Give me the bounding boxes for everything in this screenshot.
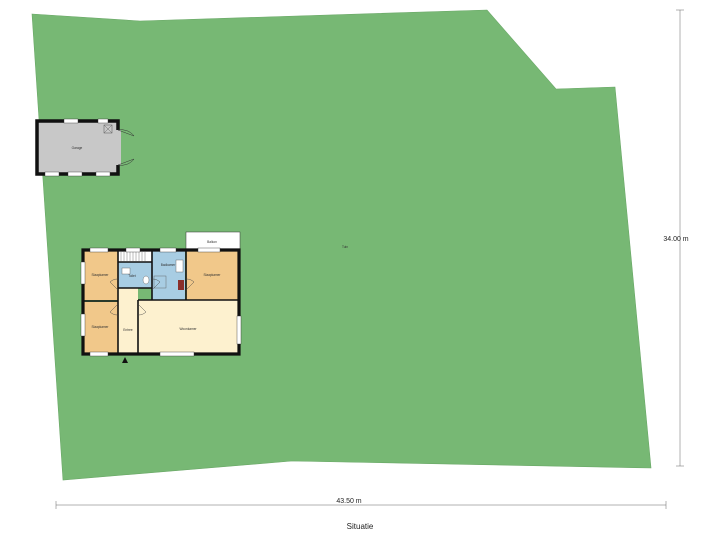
garage-label: Garage: [72, 146, 83, 150]
height-dimension-label: 34.00 m: [663, 236, 688, 243]
height-dimension: [676, 9, 684, 467]
bedroom-bottom-left-label: Slaapkamer: [91, 325, 109, 329]
garage-cabinet-cross: [103, 124, 113, 134]
garage-window-top: [63, 118, 79, 124]
living-room-label: Woonkamer: [179, 327, 197, 331]
room-bedroom-bottom-left: [83, 302, 118, 354]
garden-area: [31, 9, 652, 481]
garage-door-gap: [115, 130, 121, 165]
bedroom-right-label: Slaapkamer: [203, 273, 221, 277]
plan-caption: Situatie: [346, 522, 374, 531]
entrance-arrow-icon: [122, 357, 128, 363]
hallway-label: Entree: [123, 328, 133, 332]
garage-window-bottom-right: [95, 171, 111, 177]
interior-walls: [83, 250, 239, 354]
garage-window-bottom-mid: [67, 171, 83, 177]
room-bedroom-top-left: [83, 250, 118, 300]
garage: Garage: [35, 118, 135, 177]
bathroom-unit: [178, 280, 184, 290]
garden-label: Tuin: [342, 245, 348, 249]
garage-floor: [37, 121, 118, 174]
bedroom-top-left-label: Slaapkamer: [91, 273, 109, 277]
room-bedroom-right: [186, 250, 239, 300]
house: Balkon: [80, 231, 242, 363]
windows: [80, 247, 242, 357]
width-dimension: [55, 501, 667, 509]
bathroom-label: Badkamer: [161, 263, 176, 267]
garage-window-bottom-left: [44, 171, 60, 177]
bathroom-shower: [153, 275, 167, 289]
toilet-sink: [121, 267, 131, 275]
room-living: [138, 300, 239, 354]
bathroom-sink: [175, 259, 184, 273]
garage-window-top-right: [97, 118, 109, 124]
room-hallway: [118, 288, 138, 354]
stairs: [120, 252, 146, 261]
garage-door-swing: [117, 129, 135, 166]
balcony-label: Balkon: [207, 240, 217, 244]
room-bathroom: [152, 250, 185, 300]
garage-cabinet: [103, 124, 113, 134]
door-swings: [109, 278, 195, 316]
width-dimension-label: 43.50 m: [336, 498, 361, 505]
toilet-label: Toilet: [128, 274, 136, 278]
toilet-bowl: [142, 275, 150, 285]
